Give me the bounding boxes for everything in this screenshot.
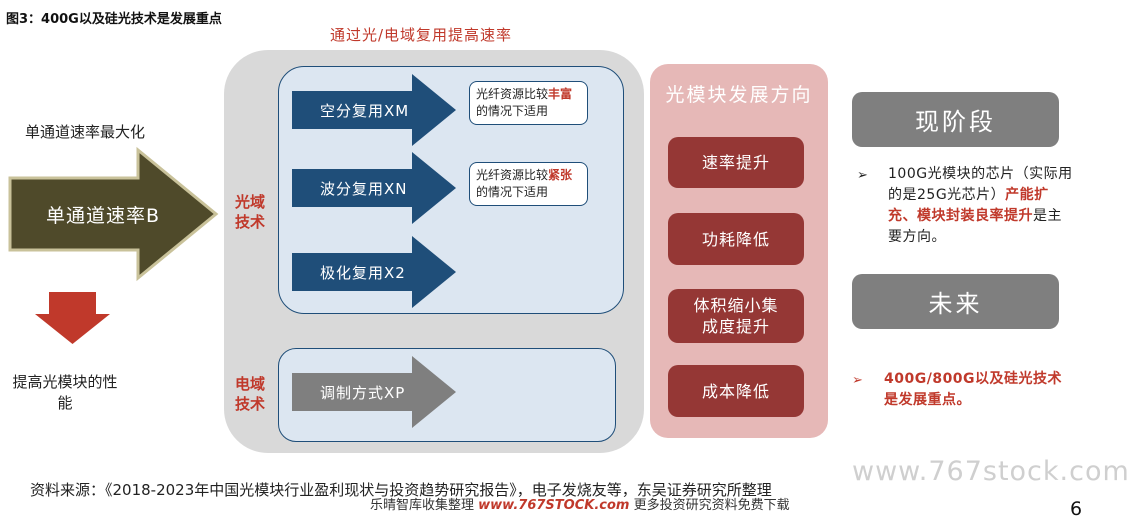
page-number: 6 — [1070, 498, 1083, 520]
current-stage-text: 100G光模块的芯片（实际用的是25G光芯片）产能扩充、模块封装良率提升是主要方… — [888, 166, 1073, 245]
direction-item-integration: 体积缩小集成度提升 — [668, 289, 804, 343]
source-note: 资料来源：《2018-2023年中国光模块行业盈利现状与投资趋势研究报告》，电子… — [30, 481, 772, 499]
note-wavelength-division: 光纤资源比较紧张的情况下适用 — [469, 162, 588, 206]
arrow-space-division — [292, 74, 456, 146]
wavelength-division-label: 波分复用XN — [320, 180, 408, 198]
future-stage-label: 未来 — [852, 274, 1059, 329]
watermark: www.767stock.com — [852, 456, 1130, 487]
single-channel-label: 单通道速率B — [45, 205, 161, 227]
figure-title: 图3：400G以及硅光技术是发展重点 — [6, 12, 222, 27]
left-title: 单通道速率最大化 — [24, 123, 145, 141]
left-foot: 提高光模块的性能 — [12, 373, 118, 412]
down-arrow-icon — [35, 292, 110, 344]
direction-item-power: 功耗降低 — [668, 213, 804, 265]
arrow-wavelength-division — [292, 152, 456, 224]
top-caption: 通过光/电域复用提高速率 — [330, 26, 513, 44]
arrow-modulation — [292, 356, 456, 428]
electrical-domain-label: 电域技术 — [234, 375, 265, 413]
footer-bar: 乐晴智库收集整理 www.767STOCK.com 更多投资研究资料免费下载 — [370, 498, 790, 513]
bullet-icon-future: ➢ — [852, 373, 863, 388]
arrow-polarization — [292, 236, 456, 308]
current-stage-label: 现阶段 — [852, 92, 1059, 147]
direction-item-speed: 速率提升 — [668, 137, 804, 188]
direction-title: 光模块发展方向 — [665, 84, 813, 106]
footer-link[interactable]: www.767STOCK.com — [478, 498, 630, 513]
direction-item-cost: 成本降低 — [668, 365, 804, 417]
optical-domain-label: 光域技术 — [234, 193, 265, 231]
space-division-label: 空分复用XM — [320, 102, 410, 120]
single-channel-arrow — [8, 146, 219, 282]
modulation-label: 调制方式XP — [320, 384, 406, 402]
future-stage-text: 400G/800G以及硅光技术是发展重点。 — [884, 371, 1063, 408]
note-space-division: 光纤资源比较丰富的情况下适用 — [469, 81, 588, 125]
bullet-icon: ➢ — [857, 168, 868, 183]
polarization-label: 极化复用X2 — [320, 264, 406, 282]
